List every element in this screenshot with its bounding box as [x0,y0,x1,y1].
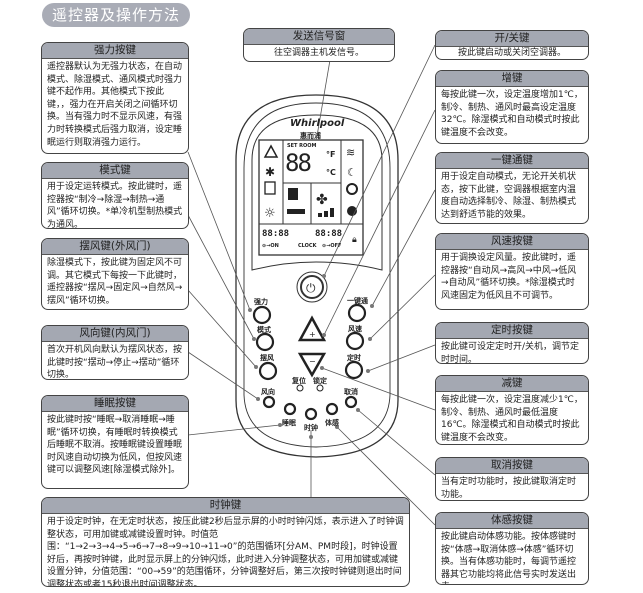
swing-key-box: 摆风键(外风门) 除湿模式下，按此键为固定风不可调。其它模式下每按一下此键时，遥… [41,238,189,310]
one-touch-key-box: 一键通键 用于设定自动模式，无论开关机状态，按下此键，空调器根据室内温度自动选择… [435,152,589,224]
sleep-key-box: 睡眠按键 按此键时按“睡眠→取消睡眠→睡眠”循环切换，有睡眠时转换模式后睡眠不取… [41,395,189,489]
lock-button[interactable]: 锁定 [313,377,327,385]
box-text: 按此键时按“睡眠→取消睡眠→睡眠”循环切换，有睡眠时转换模式后睡眠不取消。按睡眠… [47,415,183,476]
one-touch-button[interactable]: 一键通 [347,297,368,305]
box-title: 定时按键 [436,323,588,339]
boost-key-box: 强力按键 遥控器默认为无强力状态，在自动模式、除湿模式、通风模式时强力键不起作用… [41,42,189,154]
temperature-digits: 88 [285,149,312,177]
fahrenheit-label: °F [326,150,336,159]
dry-mode-icon [264,181,276,195]
signal-window-box: 发送信号窗 往空调器主机发信号。 [243,28,395,62]
box-text: 按此键启动或关闭空调器。 [457,48,566,58]
box-text: 除湿模式下，按此键为固定风不可调。其它模式下每按一下此键时，遥控器按“摆风→固定… [47,258,183,306]
box-title: 风速按键 [436,234,588,250]
box-title: 增键 [436,71,588,87]
direction-icon [346,183,358,195]
fan-speed-key-box: 风速按键 用于调换设定风量。按此键时，遥控器按“自动风→高风→中风→低风→自动风… [435,233,589,310]
remote-inner-outline [243,102,391,448]
box-text: 往空调器主机发信号。 [273,48,364,58]
box-text: 用于设定自动模式，无论开关机状态，按下此键，空调器根据室内温度自动选择制冷、除湿… [441,172,577,220]
boost-button[interactable]: 强力 [254,298,268,306]
box-text: 用于调换设定风量。按此键时，遥控器按“自动风→高风→中风→低风→自动风”循环切换… [441,253,577,301]
timer-button[interactable]: 定时 [347,354,361,362]
box-title: 取消按键 [436,458,588,474]
box-title: 睡眠按键 [42,396,188,412]
box-title: 时钟键 [42,498,409,514]
box-text: 按此键可设定定时开/关机，调节定时时间。 [441,342,580,364]
box-title: 模式键 [42,163,188,179]
box-text: 按此键启动体感功能。按体感键时按“体感→取消体感→体感”循环切换。当有体感功能时… [441,532,577,584]
i-feel-key-box: 体感按键 按此键启动体感功能。按体感键时按“体感→取消体感→体感”循环切换。当有… [435,512,589,585]
auto-mode-icon [263,144,279,158]
box-title: 风向键(内风门) [42,326,188,342]
page-title: 遥控器及操作方法 [42,3,190,27]
sleep-icon: ☾ [347,166,357,179]
sleep-button[interactable]: 睡眠 [282,419,296,427]
box-title: 一键通键 [436,153,588,169]
box-title: 开/关键 [436,31,588,47]
reset-button[interactable]: 复位 [292,377,306,385]
box-title: 减键 [436,376,588,392]
heat-mode-icon: ☼ [264,206,276,221]
clock-button[interactable]: 时钟 [304,424,318,432]
cancel-button[interactable]: 取消 [344,388,358,396]
box-text: 遥控器默认为无强力状态，在自动模式、除湿模式、通风模式时强力键不起作用。其他模式… [47,62,183,148]
timer-on-label: ⊙→ON [262,243,279,249]
box-title: 摆风键(外风门) [42,239,188,255]
cancel-key-box: 取消按键 当有定时功能时，按此键取消定时功能。 [435,457,589,501]
set-room-label: SET ROOM [287,143,317,149]
screen-panel [251,114,383,271]
swing-button[interactable]: 摆风 [260,354,274,362]
power-key-box: 开/关键 按此键启动或关闭空调器。 [435,30,589,60]
timer-key-box: 定时按键 按此键可设定定时开/关机，调节定时时间。 [435,322,589,364]
timer-off-time: 88:88 [315,229,343,239]
brand-logo: Whirlpool [290,118,345,129]
svg-text:−: − [309,357,316,366]
direction-key-box: 风向键(内风门) 首次开机风向默认为摆风状态，按此键时按“摆动→停止→摆动”循环… [41,325,189,380]
increase-key-box: 增键 每按此键一次，设定温度增加1℃，制冷、制热、通风时最高设定温度32℃。除湿… [435,70,589,144]
box-text: 用于设定时钟，在无定时状态，按压此键2秒后显示屏的小时时钟闪烁，表示进入了时钟调… [47,517,404,587]
svg-text:+: + [309,330,316,339]
cool-mode-icon: ✱ [265,165,275,179]
lock-icon: 🔒︎ [352,235,357,245]
celsius-label: °C [326,168,336,177]
mode-key-box: 模式键 用于设定运转模式。按此键时，遥控器按“制冷→除湿→制热→通风”循环切换。… [41,162,189,229]
clock-label: CLOCK [298,243,317,249]
svg-text:⏻: ⏻ [306,281,316,295]
box-title: 体感按键 [436,513,588,529]
box-text: 每按此键一次，设定温度减少1℃，制冷、制热、通风时最低温度16℃。除湿模式和自动… [441,395,583,443]
box-text: 首次开机风向默认为摆风状态，按此键时按“摆动→停止→摆动”循环切换。 [47,345,183,380]
fan-speed-icon: ✤ [316,192,328,208]
box-title: 发送信号窗 [244,29,394,45]
i-feel-button[interactable]: 体感 [325,419,339,427]
clock-key-box: 时钟键 用于设定时钟，在无定时状态，按压此键2秒后显示屏的小时时钟闪烁，表示进入… [41,497,410,587]
box-text: 当有定时功能时，按此键取消定时功能。 [441,477,577,500]
decrease-key-box: 减键 每按此键一次，设定温度减少1℃，制冷、制热、通风时最低温度16℃。除湿模式… [435,375,589,445]
brand-chinese: 惠而浦 [300,132,321,140]
mode-button[interactable]: 模式 [257,326,271,334]
swing-icon: ≋ [346,146,355,159]
box-text: 用于设定运转模式。按此键时，遥控器按“制冷→除湿→制热→通风”循环切换。*单冷机… [47,182,183,229]
louver-bar-icon [287,209,305,214]
fan-speed-button[interactable]: 风速 [348,325,362,333]
direction-button[interactable]: 风向 [261,388,275,396]
swing-louver-icon [288,188,298,200]
timer-on-time: 88:88 [262,229,290,239]
fan-icon [347,206,357,216]
box-text: 每按此键一次，设定温度增加1℃，制冷、制热、通风时最高设定温度32℃。除湿模式和… [441,90,583,138]
timer-off-label: ⊙→OFF [322,243,342,249]
box-title: 强力按键 [42,43,188,59]
